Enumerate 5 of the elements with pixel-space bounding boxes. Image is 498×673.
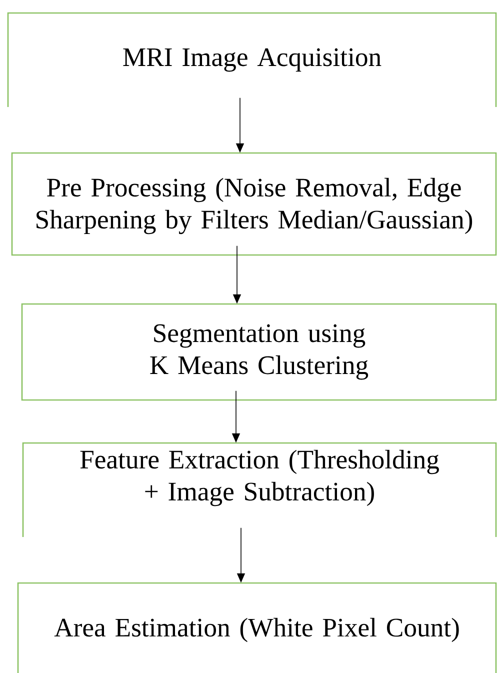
process-box: Area Estimation (White Pixel Count) [17, 582, 497, 673]
process-box: Feature Extraction (Thresholding + Image Subtraction) [22, 442, 497, 537]
process-box: Segmentation using K Means Clustering [21, 303, 497, 401]
process-box: MRI Image Acquisition [7, 12, 497, 107]
process-box: Pre Processing (Noise Removal, Edge Sharpening by Filters Median/Gaussian) [11, 152, 497, 256]
